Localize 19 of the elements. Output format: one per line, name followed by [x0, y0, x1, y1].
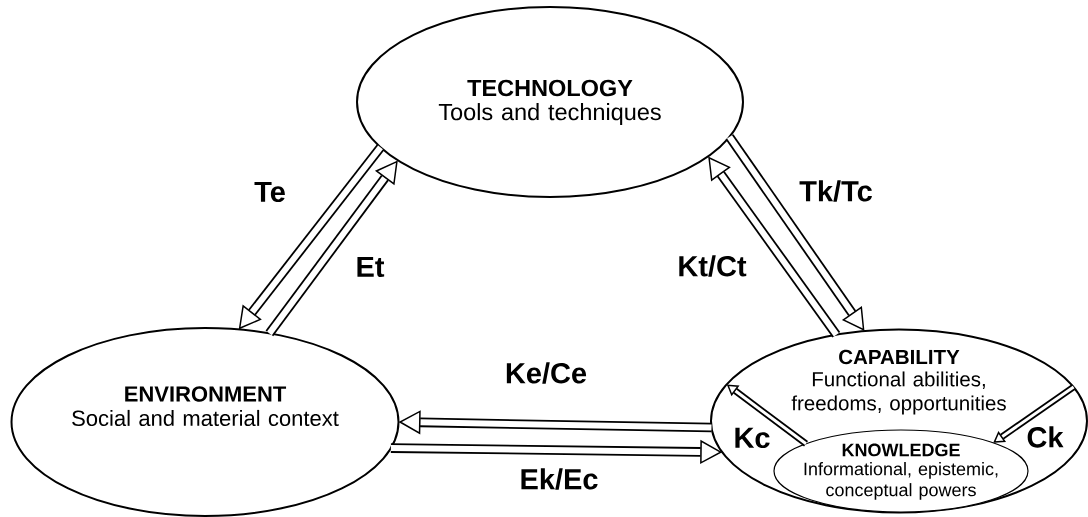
node-description: Informational, epistemic, conceptual powers: [804, 462, 998, 500]
edge-label: Te: [253, 180, 287, 204]
edge-label: Et: [354, 255, 386, 279]
node-title: CAPABILITY: [839, 349, 960, 365]
edge-label: Kt/Ct: [676, 254, 748, 278]
node-title: ENVIRONMENT: [125, 386, 287, 402]
hollow-arrow: [708, 156, 841, 338]
node-title: KNOWLEDGE: [842, 443, 960, 457]
node-description: Functional abilities, freedoms, opportunities: [791, 371, 1006, 415]
hollow-arrow: [993, 384, 1076, 443]
edge-label: Kc: [732, 426, 772, 450]
edge-label: Ke/Ce: [503, 361, 589, 385]
node-description: Social and material context: [72, 409, 339, 427]
edge-label: Ek/Ec: [518, 467, 600, 491]
hollow-arrow: [265, 160, 398, 337]
node-title: TECHNOLOGY: [467, 79, 633, 97]
edge-label: Tk/Tc: [798, 179, 874, 203]
node-description: Tools and techniques: [438, 103, 661, 125]
edge-label: Ck: [1025, 425, 1065, 449]
